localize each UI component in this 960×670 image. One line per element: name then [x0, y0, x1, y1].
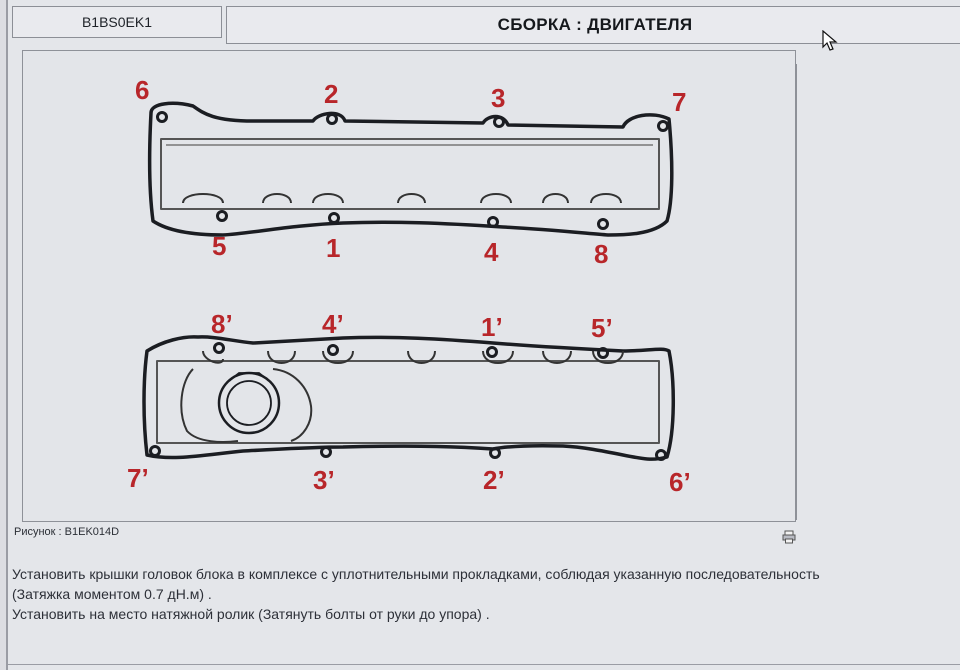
- instruction-line-1: Установить крышки головок блока в компле…: [12, 566, 820, 582]
- bolt-bottom-2p: [489, 447, 501, 459]
- top-bolts: [156, 111, 669, 230]
- valve-cover-diagram: 6 2 3 7 5 1 4 8: [127, 75, 691, 497]
- label-top-4: 4: [484, 237, 499, 267]
- label-bottom-4p: 4’: [322, 309, 344, 339]
- bolt-bottom-3p: [320, 446, 332, 458]
- bottom-divider: [8, 664, 960, 665]
- bolt-bottom-7p: [149, 445, 161, 457]
- document-header: B1BS0EK1 СБОРКА : ДВИГАТЕЛЯ: [8, 0, 960, 44]
- bottom-bolts: [149, 342, 667, 461]
- label-top-5: 5: [212, 231, 226, 261]
- label-bottom-8p: 8’: [211, 309, 233, 339]
- bolt-top-8: [597, 218, 609, 230]
- bolt-top-2: [326, 113, 338, 125]
- top-sequence-labels: 6 2 3 7 5 1 4 8: [135, 75, 686, 269]
- document-window: B1BS0EK1 СБОРКА : ДВИГАТЕЛЯ: [6, 0, 960, 670]
- top-valve-cover: [147, 101, 674, 237]
- label-top-6: 6: [135, 75, 149, 105]
- bolt-top-7: [657, 120, 669, 132]
- instruction-line-3: Установить на место натяжной ролик (Затя…: [12, 606, 490, 622]
- bolt-top-3: [493, 116, 505, 128]
- bolt-bottom-5p: [597, 347, 609, 359]
- label-bottom-7p: 7’: [127, 463, 149, 493]
- bolt-bottom-1p: [486, 346, 498, 358]
- label-bottom-3p: 3’: [313, 465, 335, 495]
- figure-panel: 6 2 3 7 5 1 4 8: [22, 50, 796, 522]
- timing-pulley: [217, 371, 281, 435]
- section-title: СБОРКА : ДВИГАТЕЛЯ: [226, 6, 960, 44]
- bolt-top-4: [487, 216, 499, 228]
- label-bottom-2p: 2’: [483, 465, 505, 495]
- label-top-7: 7: [672, 87, 686, 117]
- bolt-bottom-8p: [213, 342, 225, 354]
- label-top-3: 3: [491, 83, 505, 113]
- mouse-cursor-icon: [822, 30, 838, 51]
- label-bottom-6p: 6’: [669, 467, 691, 497]
- bottom-valve-cover: [142, 335, 676, 461]
- bolt-top-1: [328, 212, 340, 224]
- label-top-1: 1: [326, 233, 340, 263]
- label-bottom-1p: 1’: [481, 312, 503, 342]
- figure-caption: Рисунок : B1EK014D: [14, 526, 120, 538]
- label-top-8: 8: [594, 239, 608, 269]
- bolt-top-6: [156, 111, 168, 123]
- right-pane: [796, 64, 960, 520]
- print-icon[interactable]: [782, 530, 796, 544]
- document-code: B1BS0EK1: [12, 6, 222, 38]
- label-bottom-5p: 5’: [591, 313, 613, 343]
- bolt-bottom-4p: [327, 344, 339, 356]
- bolt-top-5: [216, 210, 228, 222]
- instruction-line-2: (Затяжка моментом 0.7 дН.м) .: [12, 586, 212, 602]
- label-top-2: 2: [324, 79, 338, 109]
- bolt-bottom-6p: [655, 449, 667, 461]
- instructions-text: Установить крышки головок блока в компле…: [12, 564, 956, 624]
- bottom-sequence-labels: 8’ 4’ 1’ 5’ 7’ 3’ 2’ 6’: [127, 309, 691, 497]
